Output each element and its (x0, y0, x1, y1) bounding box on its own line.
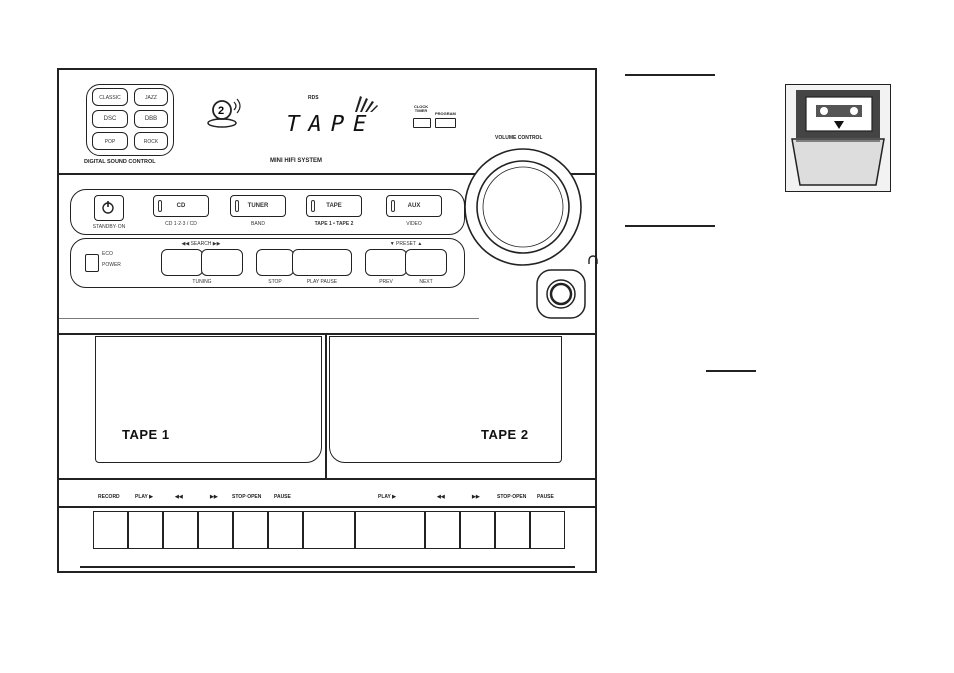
cd-indicator (158, 200, 162, 212)
tape-sub-label: TAPE 1 • TAPE 2 (314, 221, 354, 227)
deck2-key-label: STOP·OPEN (497, 494, 527, 500)
program-label: PROGRAM (435, 111, 456, 116)
preset-label: ▼ PRESET ▲ (389, 241, 423, 247)
dsc-label: DIGITAL SOUND CONTROL (84, 159, 156, 165)
deck2-stop-open-key[interactable] (495, 511, 530, 549)
text-rule (706, 370, 756, 372)
deck2-key-label: ◀◀ (437, 494, 445, 500)
deck2-rewind-key[interactable] (425, 511, 460, 549)
dsc-button-dsc[interactable]: DSC (92, 110, 128, 128)
deck1-key-label: STOP·OPEN (232, 494, 262, 500)
play-pause-label: PLAY PAUSE (306, 279, 338, 285)
deck1-stop-open-key[interactable] (233, 511, 268, 549)
aux-indicator (391, 200, 395, 212)
deck1-forward-key[interactable] (198, 511, 233, 549)
search-label: ◀◀ SEARCH ▶▶ (181, 241, 221, 247)
cassette-icon (791, 90, 885, 186)
aux-sub-label: VIDEO (406, 221, 422, 227)
deck2-forward-key[interactable] (460, 511, 495, 549)
source-button-tape[interactable]: TAPE (306, 195, 362, 217)
rds-indicator: RDS (308, 95, 319, 101)
source-button-tuner[interactable]: TUNER (230, 195, 286, 217)
volume-control-label: VOLUME CONTROL (495, 135, 543, 141)
dsc-button-dbb[interactable]: DBB (134, 110, 168, 128)
panel-divider (59, 173, 595, 175)
tape2-label: TAPE 2 (481, 427, 529, 442)
deck1-key-label: ▶▶ (210, 494, 218, 500)
deck2-pause-key[interactable] (530, 511, 565, 549)
center-key (303, 511, 355, 549)
tuning-label: TUNING (192, 279, 212, 285)
panel-divider (59, 318, 479, 319)
deck1-play-key[interactable] (128, 511, 163, 549)
tape2-window (329, 336, 562, 463)
text-rule (625, 225, 715, 227)
deck2-key-label: PAUSE (537, 494, 554, 500)
deck1-key-label: PAUSE (274, 494, 291, 500)
power-icon (102, 201, 114, 214)
cassette-insert-illustration (785, 84, 891, 192)
panel-divider (59, 506, 595, 508)
deck2-play-key[interactable] (355, 511, 425, 549)
deck2-key-label: ▶▶ (472, 494, 480, 500)
stop-button[interactable] (256, 249, 294, 276)
preset-up-button[interactable] (405, 249, 447, 276)
headphone-icon (588, 255, 598, 264)
program-button[interactable] (435, 118, 456, 128)
tuner-indicator (235, 200, 239, 212)
dsc-button-pop[interactable]: POP (92, 132, 128, 150)
deck1-key-label: PLAY ▶ (135, 494, 154, 500)
sound-logo-icon: 2 (207, 98, 241, 128)
text-rule (625, 74, 715, 76)
tape1-label: TAPE 1 (122, 427, 170, 442)
control-panel (70, 238, 465, 288)
panel-divider (59, 478, 595, 480)
volume-knob[interactable] (458, 142, 588, 272)
mini-hifi-label: MINI HIFI SYSTEM (270, 158, 323, 164)
deck-divider (325, 334, 327, 479)
base-edge (80, 566, 575, 568)
dsc-button-classic[interactable]: CLASSIC (92, 88, 128, 106)
clock-timer-label: CLOCK TIMER (413, 104, 429, 113)
eco-power-switch[interactable] (85, 254, 99, 272)
clock-timer-button[interactable] (413, 118, 431, 128)
standby-label: STANDBY·ON (92, 224, 126, 230)
deck1-rewind-key[interactable] (163, 511, 198, 549)
tape1-window (95, 336, 322, 463)
panel-divider (59, 333, 595, 335)
headphone-jack[interactable] (535, 268, 587, 320)
source-panel (70, 189, 465, 235)
eco-label: ECO (102, 251, 113, 257)
search-back-button[interactable] (161, 249, 203, 276)
prev-label: PREV (379, 279, 393, 285)
power-label: POWER (102, 262, 121, 268)
deck1-key-label: RECORD (98, 494, 120, 500)
search-forward-button[interactable] (201, 249, 243, 276)
level-meter-icon (355, 96, 378, 112)
deck2-key-label: PLAY ▶ (378, 494, 397, 500)
dsc-button-jazz[interactable]: JAZZ (134, 88, 168, 106)
preset-down-button[interactable] (365, 249, 407, 276)
deck1-pause-key[interactable] (268, 511, 303, 549)
play-pause-button[interactable] (292, 249, 352, 276)
next-label: NEXT (419, 279, 433, 285)
tuner-sub-label: BAND (251, 221, 265, 227)
source-button-cd[interactable]: CD (153, 195, 209, 217)
deck1-record-key[interactable] (93, 511, 128, 549)
dsc-cluster (86, 84, 174, 156)
standby-button[interactable] (94, 195, 124, 221)
cd-sub-label: CD 1·2·3 / CD (165, 221, 197, 227)
deck1-key-label: ◀◀ (175, 494, 183, 500)
tape-indicator (311, 200, 315, 212)
stop-label: STOP (268, 279, 282, 285)
svg-text:2: 2 (218, 105, 224, 117)
dsc-button-rock[interactable]: ROCK (134, 132, 168, 150)
source-button-aux[interactable]: AUX (386, 195, 442, 217)
